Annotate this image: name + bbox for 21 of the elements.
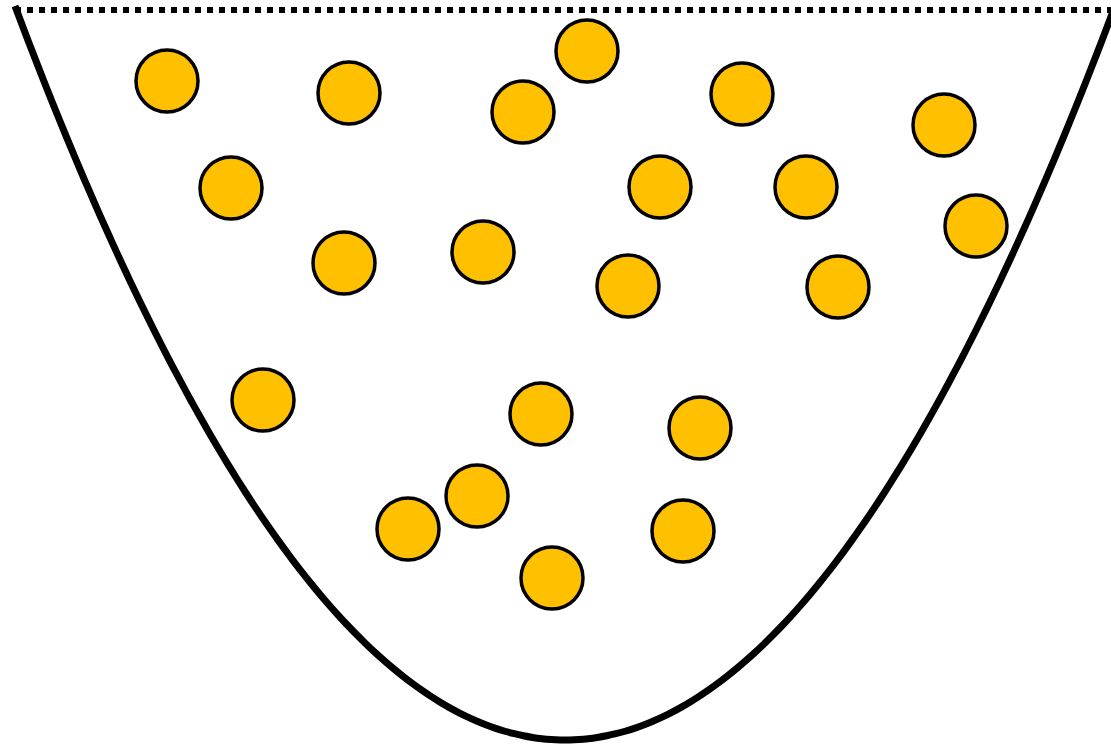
ball bbox=[134, 48, 200, 114]
ball bbox=[230, 367, 296, 433]
ball bbox=[667, 395, 733, 461]
ball bbox=[709, 61, 775, 127]
ball bbox=[450, 219, 516, 285]
ball bbox=[911, 92, 977, 158]
ball bbox=[773, 154, 839, 220]
ball bbox=[198, 155, 264, 221]
ball bbox=[490, 79, 556, 145]
ball bbox=[444, 463, 510, 529]
ball bbox=[627, 154, 693, 220]
ball bbox=[943, 193, 1009, 259]
ball bbox=[375, 496, 441, 562]
ball bbox=[316, 60, 382, 126]
ball bbox=[508, 381, 574, 447]
ball bbox=[554, 18, 620, 84]
ball bbox=[595, 253, 661, 319]
ball bbox=[650, 498, 716, 564]
ball bbox=[519, 545, 585, 611]
ball bbox=[311, 230, 377, 296]
ball bbox=[805, 254, 871, 320]
